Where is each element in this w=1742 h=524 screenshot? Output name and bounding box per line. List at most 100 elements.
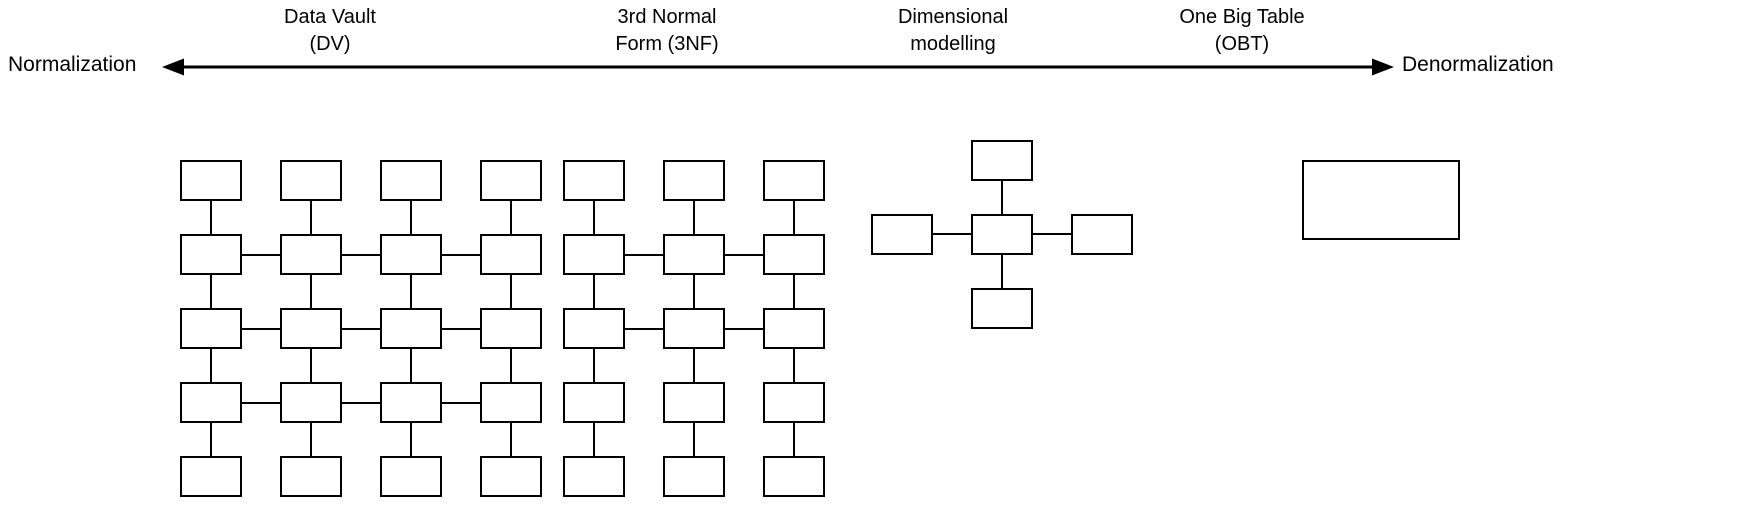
schema-link-horizontal [342, 253, 380, 256]
schema-node [380, 160, 442, 201]
schema-link-vertical [793, 275, 795, 308]
schema-node [280, 382, 342, 423]
schema-node [180, 382, 242, 423]
schema-node-dimension [871, 213, 933, 255]
schema-link-vertical [793, 201, 795, 234]
schema-node [380, 456, 442, 497]
normalization-axis-arrow [162, 58, 1394, 76]
schema-link-horizontal [442, 401, 480, 404]
schema-node [563, 456, 625, 497]
schema-node [663, 456, 725, 497]
stage-label-line1: 3rd Normal [617, 6, 717, 28]
schema-node [663, 308, 725, 349]
axis-label-denormalization: Denormalization [1402, 53, 1554, 76]
schema-node [480, 234, 542, 275]
schema-link-horizontal [242, 253, 280, 256]
schema-link-vertical [210, 423, 212, 456]
schema-link-vertical [310, 275, 312, 308]
schema-link-vertical [510, 349, 512, 382]
schema-node [663, 160, 725, 201]
schema-link-vertical [410, 349, 412, 382]
schema-node [280, 234, 342, 275]
schema-node-dimension [971, 139, 1033, 181]
stage-label-line1: Data Vault [284, 6, 376, 28]
schema-link-vertical [410, 423, 412, 456]
schema-node [180, 234, 242, 275]
schema-link-horizontal [725, 327, 763, 330]
stage-label-dimensional-modelling: Dimensional modelling [898, 4, 1008, 58]
schema-node [380, 234, 442, 275]
schema-link-vertical [593, 201, 595, 234]
schema-link-vertical [410, 275, 412, 308]
schema-link-vertical [693, 201, 695, 234]
schema-link-vertical [310, 201, 312, 234]
stage-label-line2: (DV) [309, 33, 351, 55]
schema-link-vertical [310, 349, 312, 382]
schema-link-horizontal [242, 327, 280, 330]
schema-node [380, 308, 442, 349]
schema-link-horizontal [342, 327, 380, 330]
schema-link-horizontal [442, 327, 480, 330]
schema-link-vertical [693, 275, 695, 308]
schema-node [380, 382, 442, 423]
schema-link-vertical [693, 423, 695, 456]
schema-link-vertical [510, 423, 512, 456]
schema-link-vertical [1001, 254, 1003, 288]
schema-link-vertical [210, 349, 212, 382]
stage-label-line2: modelling [910, 33, 996, 55]
schema-link-vertical [1001, 180, 1003, 214]
schema-link-vertical [593, 349, 595, 382]
schema-link-horizontal [242, 401, 280, 404]
schema-node [563, 308, 625, 349]
schema-node [563, 160, 625, 201]
stage-label-data-vault: Data Vault (DV) [284, 4, 376, 58]
schema-node-one-big-table [1302, 160, 1460, 240]
schema-node [480, 382, 542, 423]
schema-link-horizontal [725, 253, 763, 256]
schema-link-vertical [793, 423, 795, 456]
schema-node [280, 308, 342, 349]
schema-node [180, 456, 242, 497]
schema-link-horizontal [625, 253, 663, 256]
schema-node [180, 308, 242, 349]
schema-node [763, 234, 825, 275]
schema-node [663, 234, 725, 275]
schema-node [763, 456, 825, 497]
schema-link-horizontal [442, 253, 480, 256]
schema-node [563, 234, 625, 275]
schema-node [663, 382, 725, 423]
schema-link-vertical [793, 349, 795, 382]
schema-node [280, 160, 342, 201]
schema-node [280, 456, 342, 497]
schema-link-vertical [210, 201, 212, 234]
schema-link-vertical [210, 275, 212, 308]
stage-label-line2: (OBT) [1214, 33, 1270, 55]
schema-node [763, 160, 825, 201]
schema-link-horizontal [625, 327, 663, 330]
schema-link-vertical [410, 201, 412, 234]
schema-link-vertical [593, 423, 595, 456]
stage-label-one-big-table: One Big Table (OBT) [1179, 4, 1304, 58]
schema-link-horizontal [1033, 233, 1071, 235]
stage-label-line1: Dimensional [897, 6, 1009, 28]
schema-link-horizontal [342, 401, 380, 404]
stage-label-third-normal-form: 3rd Normal Form (3NF) [615, 4, 718, 58]
schema-node [180, 160, 242, 201]
stage-label-line1: One Big Table [1179, 6, 1305, 28]
axis-label-normalization: Normalization [8, 53, 137, 76]
schema-node-dimension [971, 287, 1033, 329]
schema-link-vertical [593, 275, 595, 308]
schema-link-vertical [693, 349, 695, 382]
schema-node [480, 308, 542, 349]
schema-link-horizontal [933, 233, 971, 235]
schema-link-vertical [510, 201, 512, 234]
schema-node [763, 308, 825, 349]
schema-node [563, 382, 625, 423]
schema-node [480, 160, 542, 201]
schema-link-vertical [310, 423, 312, 456]
schema-node [480, 456, 542, 497]
